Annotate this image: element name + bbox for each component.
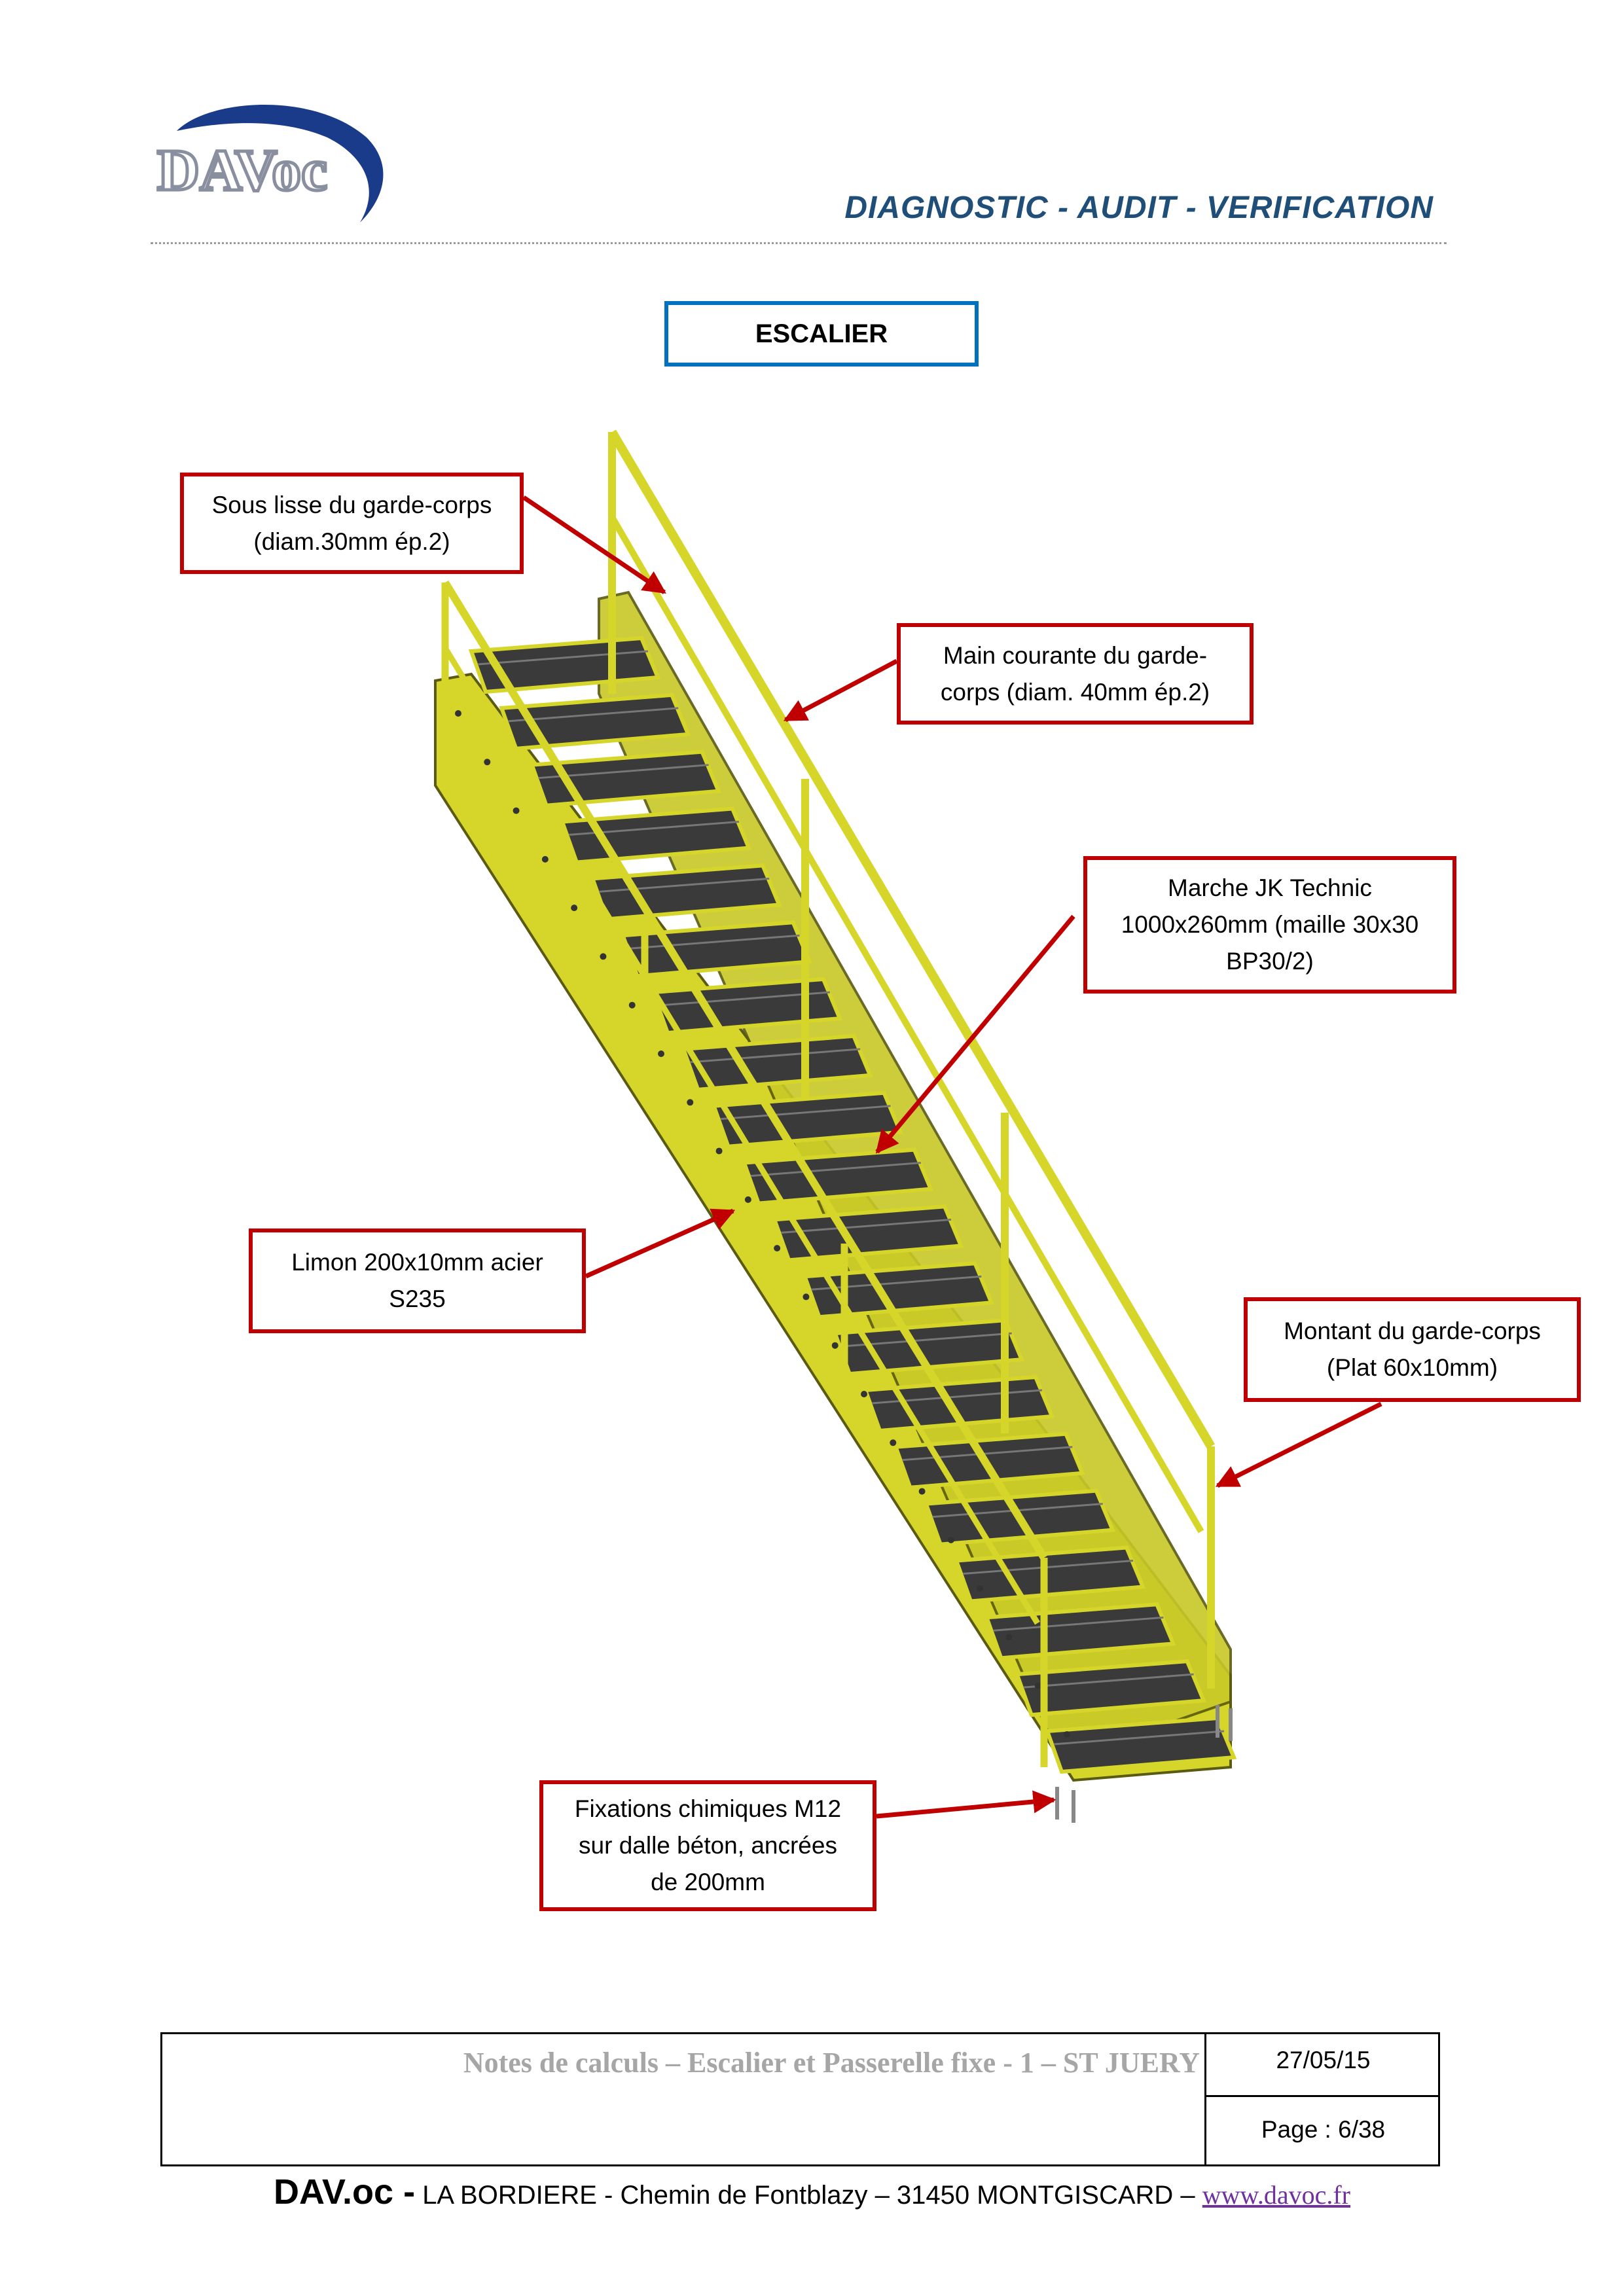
tread-grating-line xyxy=(629,934,800,950)
davoc-logo: DAVoc xyxy=(156,105,384,223)
bolt-hole xyxy=(890,1439,897,1446)
handrail-sub-left xyxy=(442,646,1040,1625)
callout-fixations: Fixations chimiques M12 sur dalle béton, … xyxy=(539,1780,876,1911)
stair-tread xyxy=(499,692,691,751)
tread-grating-line xyxy=(811,1275,982,1291)
bolt-hole xyxy=(455,710,461,717)
callout-arrow xyxy=(876,1790,1056,1819)
bolt-hole xyxy=(918,1488,926,1495)
callout-line: Sous lisse du garde-corps xyxy=(211,491,492,518)
tread-grating-line xyxy=(599,877,770,893)
handrail-main-right xyxy=(607,429,1216,1449)
stair-tread xyxy=(620,920,812,978)
callout-main-courante: Main courante du garde-corps (diam. 40mm… xyxy=(897,623,1254,725)
tread-grating-line xyxy=(902,1446,1073,1462)
footer-address: LA BORDIERE - Chemin de Fontblazy – 3145… xyxy=(422,2181,1195,2210)
callout-line: S235 xyxy=(389,1285,446,1312)
tread-grating-line xyxy=(1023,1673,1194,1689)
bolt-hole xyxy=(658,1050,664,1057)
callout-line: de 200mm xyxy=(651,1869,765,1895)
stair-tread xyxy=(529,749,721,808)
callout-line: sur dalle béton, ancrées xyxy=(579,1832,837,1859)
callout-line: Montant du garde-corps xyxy=(1284,1318,1541,1344)
bolt-hole xyxy=(715,1147,723,1155)
tread-grating-line xyxy=(508,707,679,723)
footer-brand: DAV.oc - xyxy=(274,2172,416,2212)
stair-tread xyxy=(1044,1715,1237,1774)
tread-grating-line xyxy=(690,1048,861,1064)
handrail-sub-right xyxy=(609,515,1204,1534)
tread-grating-line xyxy=(720,1105,891,1121)
callout-montant: Montant du garde-corps (Plat 60x10mm) xyxy=(1244,1297,1581,1402)
callout-sous-lisse: Sous lisse du garde-corps (diam.30mm ép.2… xyxy=(180,473,524,574)
callout-line: BP30/2) xyxy=(1226,948,1314,975)
bolt-hole xyxy=(744,1196,751,1203)
website-link[interactable]: www.davoc.fr xyxy=(1202,2180,1350,2210)
tread-grating-line xyxy=(993,1616,1164,1632)
address-footer: DAV.oc - LA BORDIERE - Chemin de Fontbla… xyxy=(0,2172,1624,2212)
bolt-hole xyxy=(1064,1731,1070,1738)
document-date: 27/05/15 xyxy=(1206,2034,1440,2097)
bolt-hole xyxy=(541,855,549,863)
bolt-hole xyxy=(803,1293,810,1300)
bolt-hole xyxy=(861,1391,867,1397)
callout-line: Fixations chimiques M12 xyxy=(574,1795,842,1822)
tread-grating-line xyxy=(962,1559,1134,1575)
callout-arrow xyxy=(585,1208,736,1279)
bolt-hole xyxy=(484,759,491,766)
callout-arrow xyxy=(875,914,1075,1154)
footer-table: Notes de calculs – Escalier et Passerell… xyxy=(160,2032,1440,2166)
tread-grating-line xyxy=(1053,1730,1225,1746)
bolt-hole xyxy=(513,807,520,814)
tread-grating-line xyxy=(781,1218,952,1234)
callout-marche: Marche JK Technic 1000x260mm (maille 30x3… xyxy=(1083,856,1456,994)
callout-arrow xyxy=(783,658,898,723)
document-title: Notes de calculs – Escalier et Passerell… xyxy=(463,2047,1200,2079)
bolt-hole xyxy=(600,953,607,960)
bolt-hole xyxy=(774,1245,781,1252)
stair-tread xyxy=(772,1204,964,1263)
stair-tread xyxy=(1014,1659,1207,1717)
callout-arrow xyxy=(1215,1401,1382,1488)
bolt-hole xyxy=(1034,1682,1041,1689)
bolt-hole xyxy=(687,1099,694,1106)
bolt-hole xyxy=(947,1536,954,1543)
callout-line: corps (diam. 40mm ép.2) xyxy=(940,678,1210,706)
bolt-hole xyxy=(831,1342,839,1349)
header-divider xyxy=(151,242,1447,244)
callout-line: (diam.30mm ép.2) xyxy=(253,528,450,555)
stair-tread xyxy=(741,1147,934,1206)
tread-grating-line xyxy=(477,650,649,666)
page-number: Page : 6/38 xyxy=(1261,2116,1386,2143)
stair-tread xyxy=(802,1261,994,1319)
handrail-main-left xyxy=(441,580,1048,1560)
bolt-hole xyxy=(571,905,578,912)
callout-arrow xyxy=(522,495,666,594)
stair-tread xyxy=(711,1090,903,1149)
callout-line: (Plat 60x10mm) xyxy=(1326,1354,1498,1381)
page-title: ESCALIER xyxy=(664,301,979,367)
bolt-hole xyxy=(628,1001,636,1009)
bolt-hole xyxy=(1005,1634,1013,1641)
bolt-hole xyxy=(977,1585,984,1592)
callout-line: Limon 200x10mm acier xyxy=(291,1249,543,1276)
logo-text: DAVoc xyxy=(157,138,327,203)
footer-title-cell: Notes de calculs – Escalier et Passerell… xyxy=(162,2034,1206,2164)
callout-line: Marche JK Technic xyxy=(1168,874,1372,901)
callout-line: Main courante du garde- xyxy=(943,641,1208,669)
callout-line: 1000x260mm (maille 30x30 xyxy=(1121,911,1419,938)
header-tagline: DIAGNOSTIC - AUDIT - VERIFICATION xyxy=(844,190,1434,225)
tread-grating-line xyxy=(750,1162,921,1177)
